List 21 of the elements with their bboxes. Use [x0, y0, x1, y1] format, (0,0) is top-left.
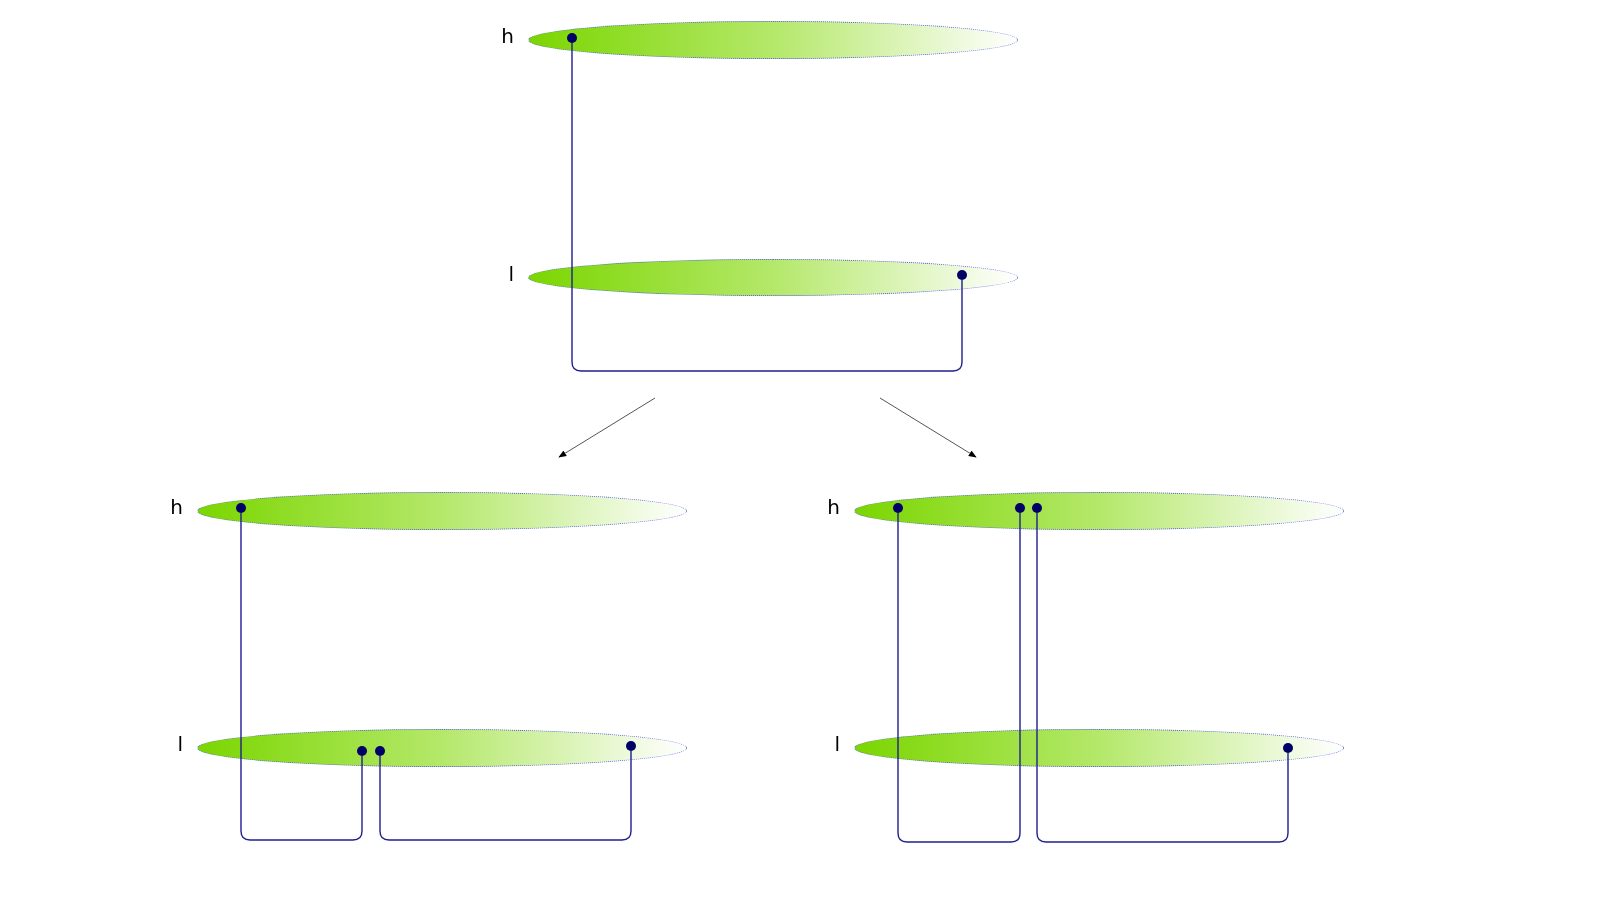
level-label: l — [508, 263, 514, 284]
dot-icon — [893, 503, 903, 513]
dot-icon — [957, 270, 967, 280]
connector-line — [897, 512, 1021, 843]
connector-line — [379, 750, 632, 841]
dot-icon — [567, 33, 577, 43]
level-label: l — [177, 734, 183, 754]
level-label: h — [170, 497, 183, 517]
level-label: h — [501, 26, 514, 46]
dot-icon — [357, 746, 367, 756]
connector-line — [1036, 512, 1289, 843]
dot-icon — [1015, 503, 1025, 513]
level-label: h — [827, 497, 840, 517]
dot-icon — [626, 741, 636, 751]
connector-line — [571, 42, 963, 372]
dot-icon — [375, 746, 385, 756]
dot-icon — [1032, 503, 1042, 513]
connector-line — [240, 512, 363, 841]
dot-icon — [1283, 743, 1293, 753]
level-label: l — [834, 734, 840, 754]
dot-icon — [236, 503, 246, 513]
